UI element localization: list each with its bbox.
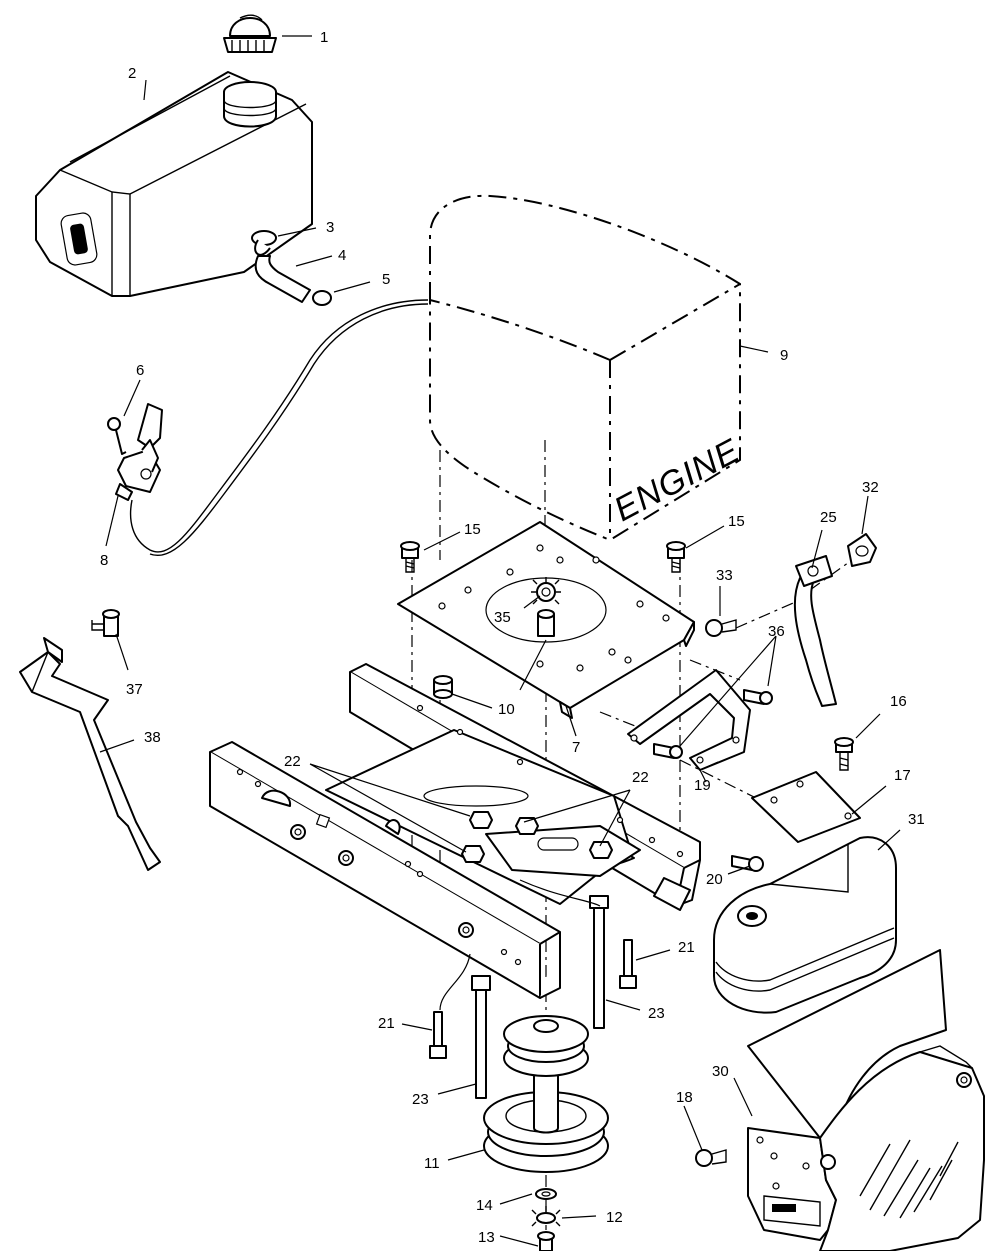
engine-outline: ENGINE	[429, 194, 746, 542]
bolt-13	[537, 1231, 555, 1251]
callout-3: 3	[326, 219, 334, 236]
callout-18: 18	[676, 1089, 693, 1106]
callout-23-left: 23	[412, 1091, 429, 1108]
callout-22-right: 22	[632, 769, 649, 786]
callout-4: 4	[338, 247, 346, 264]
fuel-cap	[223, 14, 277, 53]
callout-21-left: 21	[378, 1015, 395, 1032]
callout-30: 30	[712, 1063, 729, 1080]
callout-20: 20	[706, 871, 723, 888]
bracket-19	[627, 669, 751, 771]
callout-35: 35	[494, 609, 511, 626]
callout-15-left: 15	[464, 521, 481, 538]
callout-1: 1	[320, 29, 328, 46]
callout-7: 7	[572, 739, 580, 756]
callout-14: 14	[476, 1197, 493, 1214]
fuel-hose	[251, 230, 332, 306]
rod-23-guide	[519, 879, 601, 907]
screw-18	[695, 1149, 727, 1167]
callout-11: 11	[424, 1155, 440, 1172]
callout-36: 36	[768, 623, 785, 640]
exhaust-pipe-25	[793, 555, 837, 707]
callout-33: 33	[716, 567, 733, 584]
bolt-36-a	[743, 689, 773, 705]
callout-21-right: 21	[678, 939, 695, 956]
bolt-37	[91, 609, 120, 637]
callout-38: 38	[144, 729, 161, 746]
callout-5: 5	[382, 271, 390, 288]
callout-12: 12	[606, 1209, 623, 1226]
throttle-cable	[129, 299, 429, 553]
callout-15-right: 15	[728, 513, 745, 530]
callout-19: 19	[694, 777, 711, 794]
bolt-21-guide	[439, 953, 471, 1011]
bolt-33	[705, 619, 737, 637]
muffler-shield-30	[747, 949, 985, 1251]
washer-14	[535, 1188, 557, 1200]
rod-23-right	[589, 895, 609, 1029]
callout-13: 13	[478, 1229, 495, 1246]
throttle-control	[107, 403, 163, 501]
bracket-38	[19, 637, 161, 871]
muffler-31	[713, 836, 897, 1014]
lock-washer-35	[531, 577, 561, 605]
callout-23-right: 23	[648, 1005, 665, 1022]
bolt-15-right	[666, 541, 686, 573]
callout-32: 32	[862, 479, 879, 496]
callout-6: 6	[136, 362, 144, 379]
callout-2: 2	[128, 65, 136, 82]
bolt-15-left	[400, 541, 420, 573]
callouts: 1 2 3 4 5 6 8 9 15 15 25 32 33 35 36 37 …	[100, 29, 925, 1246]
callout-8: 8	[100, 552, 108, 569]
callout-17: 17	[894, 767, 911, 784]
bolt-21-left	[429, 1011, 447, 1059]
gasket-32	[847, 533, 877, 567]
callout-22-left: 22	[284, 753, 301, 770]
callout-31: 31	[908, 811, 925, 828]
bolt-21-right	[619, 939, 637, 989]
rod-23-left	[471, 975, 491, 1099]
frame	[209, 663, 701, 999]
bolt-20	[731, 855, 764, 872]
screw-16	[834, 737, 854, 771]
callout-37: 37	[126, 681, 143, 698]
callout-10: 10	[498, 701, 515, 718]
bolt-10	[433, 609, 555, 699]
callout-16: 16	[890, 693, 907, 710]
throttle-cable-inner	[149, 303, 429, 557]
engine-label: ENGINE	[608, 431, 746, 529]
leader-lines	[99, 35, 901, 1247]
pulley-11	[483, 1015, 609, 1173]
plate-17	[751, 771, 861, 843]
callout-25: 25	[820, 509, 837, 526]
lock-washer-12	[531, 1206, 561, 1227]
fuel-tank	[35, 71, 313, 297]
bolt-36-b	[653, 743, 683, 759]
callout-9: 9	[780, 347, 788, 364]
